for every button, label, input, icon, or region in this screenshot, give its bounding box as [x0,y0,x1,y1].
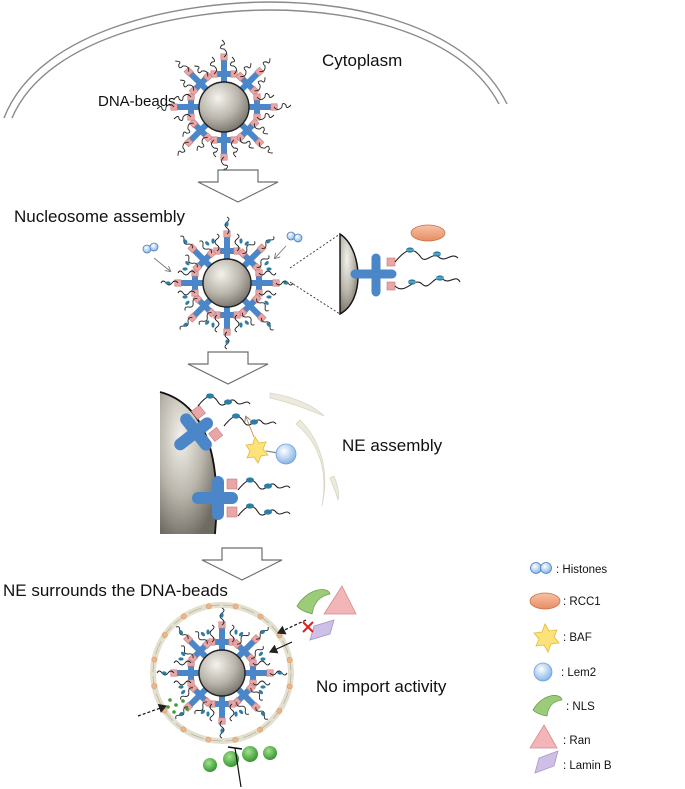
legend-label-baf: : BAF [563,632,592,644]
legend-item-lem2: : Lem2 [533,662,596,682]
small-dextran-influx [137,698,189,717]
dna-beads-label: DNA-beads [98,93,176,110]
lem2-shape [275,443,297,465]
ne-surrounds-label: NE surrounds the DNA-beads [3,581,228,600]
linker-spoke [246,267,294,299]
nls-shape [296,589,331,615]
legend-label-ran: : Ran [563,735,591,747]
linker-spoke [175,60,213,96]
large-dextran-excluded [203,746,277,788]
linker-spoke [175,626,213,664]
membrane-fragments [269,392,340,507]
linker-spoke [206,607,238,655]
legend-label-nls: : NLS [566,701,595,713]
step-arrow-2 [187,351,269,385]
linker-spoke [160,267,208,299]
linker-spoke [206,691,238,739]
linker-spoke [231,626,269,664]
import-block [268,585,357,654]
cell-membrane [3,1,508,119]
zoom-guide-lines [289,233,341,315]
zoom-inset [339,224,461,316]
linker-spoke [235,118,273,154]
dna-bead-enclosed [156,607,288,739]
legend-item-baf: : BAF [533,623,592,653]
free-histones-left [142,242,170,271]
bead-core [198,649,246,697]
legend-label-rcc1: : RCC1 [563,596,601,608]
step-arrow-1 [197,169,279,203]
linker-spoke [156,657,204,689]
ne-assembly-label: NE assembly [342,436,443,455]
nucleosome-assembly-label: Nucleosome assembly [14,207,186,226]
linker-spoke [237,293,274,331]
linker-spoke [156,93,204,122]
ne-linkers [174,393,291,520]
linker-spoke [175,682,213,720]
legend: : Histones : RCC1 : BAF : Lem2 : NLS : R… [529,562,612,774]
rcc1-shape [410,224,446,242]
step-arrow-3 [201,547,283,581]
linker-spoke [180,235,217,273]
legend-item-rcc1: : RCC1 [529,592,601,610]
linker-spoke [210,127,239,175]
linker-spoke [244,92,292,121]
legend-label-laminb: : Lamin B [563,760,612,772]
no-import-label: No import activity [316,677,447,696]
linker-spoke [177,118,213,156]
ne-assembly-detail [159,391,340,535]
legend-item-laminb: : Lamin B [534,750,612,774]
linker-spoke [209,39,238,87]
laminb-shape [309,619,335,641]
linker-spoke [237,236,275,273]
legend-item-ran: : Ran [529,724,591,749]
legend-item-nls: : NLS [532,695,595,717]
linker-spoke [235,58,271,96]
legend-label-lem2: : Lem2 [561,667,596,679]
dna-bead-initial [156,39,292,175]
zoom-linker [350,247,461,297]
free-histones-right [275,231,303,258]
baf-shape [245,436,269,464]
linker-spoke [240,657,288,689]
bead-core [202,258,252,308]
bead-core [198,81,250,133]
legend-label-histones: : Histones [556,564,607,576]
linker-spoke [211,302,243,350]
cytoplasm-label: Cytoplasm [322,51,402,70]
inhibit-x-icon [302,621,314,633]
legend-item-histones: : Histones [530,562,607,576]
ran-shape [323,585,357,615]
dna-bead-nucleosome [160,216,294,350]
